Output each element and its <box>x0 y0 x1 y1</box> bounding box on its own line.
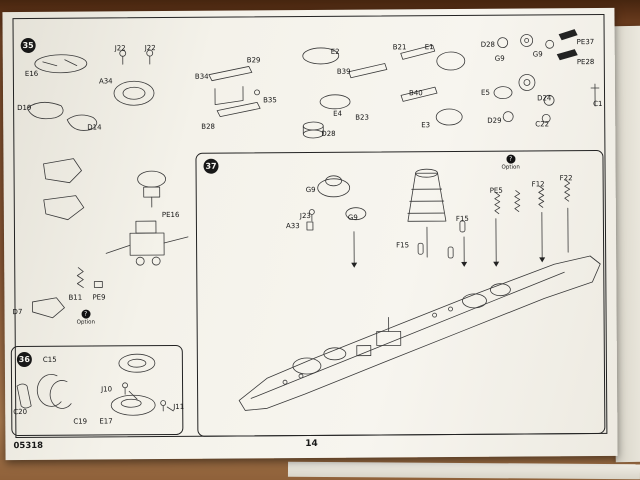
option-label: Option <box>501 164 520 171</box>
step-36-badge: 36 <box>16 351 32 368</box>
part-label-g9: G9 <box>305 185 316 195</box>
part-label-pe5: PE5 <box>489 186 503 195</box>
part-label-f15: F15 <box>396 241 410 250</box>
step-37-badge: 37 <box>203 158 219 174</box>
step-35-badge: 35 <box>20 37 36 54</box>
question-badge: ? <box>506 154 516 164</box>
diagram-line-art <box>16 29 601 416</box>
part-label-j23: J23 <box>299 211 311 221</box>
question-badge: ? <box>81 309 91 319</box>
option-marker: ?Option <box>76 309 95 326</box>
part-label-f12: F12 <box>531 180 545 189</box>
part-label-f15: F15 <box>455 214 469 223</box>
option-label: Option <box>76 319 95 326</box>
part-label-g9: G9 <box>347 213 358 222</box>
part-label-a33: A33 <box>285 222 300 231</box>
option-marker: ?Option <box>501 154 520 171</box>
bottom-paper-sheet <box>287 461 640 480</box>
part-label-f22: F22 <box>559 174 573 183</box>
